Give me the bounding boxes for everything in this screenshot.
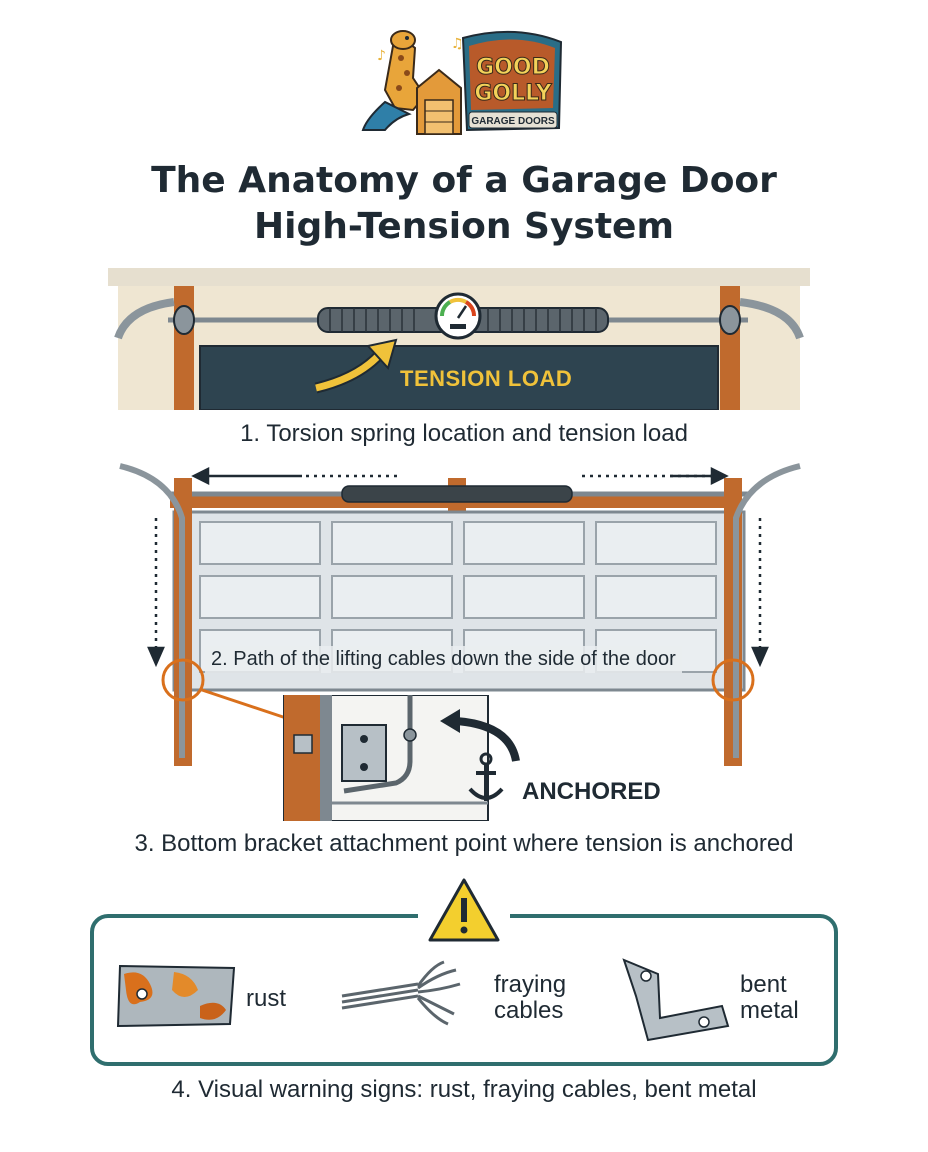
- caption-1: 1. Torsion spring location and tension l…: [240, 420, 688, 447]
- caption-2: 2. Path of the lifting cables down the s…: [205, 646, 682, 673]
- rust-icon: [116, 964, 236, 1028]
- bottom-bracket-plate: [341, 724, 387, 782]
- svg-text:GOLLY: GOLLY: [474, 81, 552, 106]
- torsion-spring-figure: [108, 268, 810, 410]
- warning-signs-figure: [90, 878, 838, 1066]
- frayed-cable-icon: [341, 960, 461, 1026]
- right-track: [720, 286, 740, 410]
- left-drum-icon: [173, 305, 195, 335]
- left-track: [174, 286, 194, 410]
- rust-label: rust: [246, 985, 287, 1012]
- tension-load-label: TENSION LOAD: [400, 366, 573, 391]
- anchored-label: ANCHORED: [522, 778, 661, 805]
- caption-3: 3. Bottom bracket attachment point where…: [134, 830, 794, 857]
- door-header-panel: [199, 345, 719, 410]
- tension-arrow-icon: [314, 338, 398, 394]
- page-title: The Anatomy of a Garage Door High-Tensio…: [0, 158, 928, 250]
- fraying-cables-label: fraying cables: [494, 971, 567, 1024]
- bent-metal-label: bent metal: [740, 971, 799, 1024]
- right-drum-icon: [719, 305, 741, 335]
- svg-text:♪: ♪: [377, 48, 386, 64]
- svg-text:GOOD: GOOD: [476, 55, 550, 80]
- title-line-2: High-Tension System: [254, 206, 674, 247]
- cable-direction-arrows: [147, 466, 769, 668]
- right-bracket-highlight: [711, 658, 755, 702]
- lifting-cable: [343, 695, 413, 794]
- good-golly-logo: ♪ ♫ GOOD GOLLY GARAGE DOORS: [361, 30, 563, 135]
- curved-arrow-icon: [440, 709, 520, 762]
- svg-text:GARAGE DOORS: GARAGE DOORS: [471, 116, 555, 127]
- tension-gauge-icon: [434, 292, 482, 340]
- garage-house-icon: [416, 68, 462, 135]
- anchor-icon: [468, 752, 504, 801]
- bent-metal-icon: [622, 958, 730, 1042]
- svg-text:♫: ♫: [451, 36, 464, 52]
- torsion-spring: [341, 485, 573, 503]
- logo-badge: GOOD GOLLY GARAGE DOORS: [461, 30, 563, 132]
- bottom-bracket-zoom-figure: [283, 695, 520, 821]
- giraffe-mascot-icon: ♪ ♫: [361, 30, 464, 131]
- warning-triangle-icon: [428, 878, 500, 942]
- left-bracket-highlight: [161, 658, 205, 702]
- title-line-1: The Anatomy of a Garage Door: [151, 160, 777, 201]
- caption-4: 4. Visual warning signs: rust, fraying c…: [171, 1076, 757, 1103]
